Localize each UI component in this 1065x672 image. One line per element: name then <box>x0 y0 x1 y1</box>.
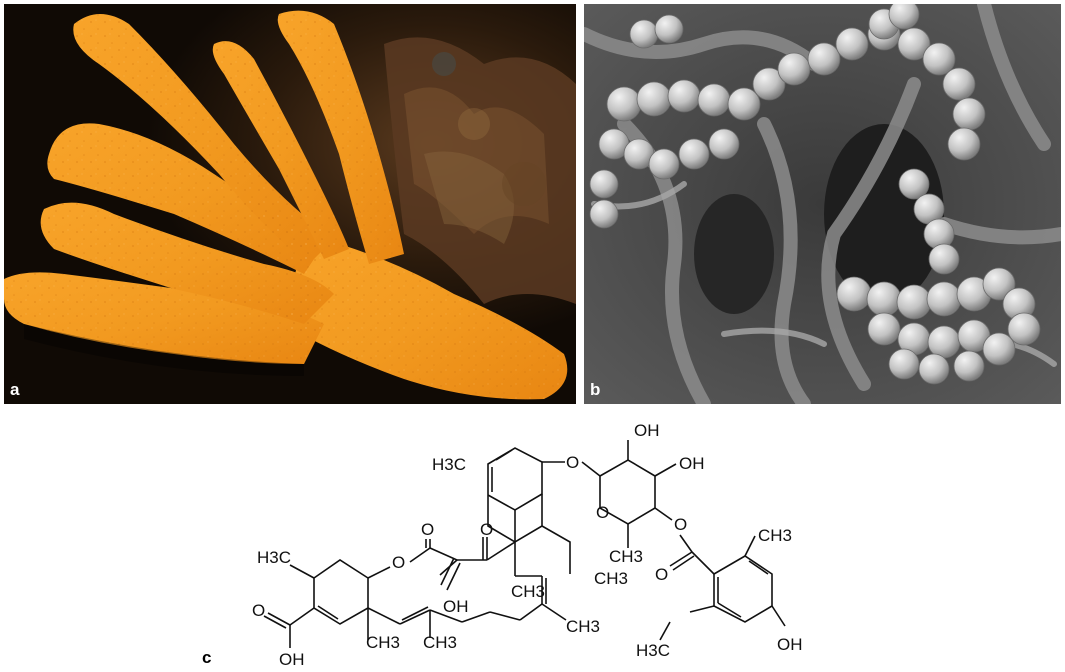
chemical-structure: OH OH O O O O O O O O OH OH OH H3C H3C H… <box>0 408 1065 669</box>
structure-drawing: OH OH O O O O O O O O OH OH OH H3C H3C H… <box>252 421 803 669</box>
atom-o-pyran: O <box>596 503 609 522</box>
atom-ch3-vinyl: CH3 <box>566 617 600 636</box>
atom-oh-sugar-top: OH <box>634 421 660 440</box>
panel-label-c: c <box>202 648 212 667</box>
atom-oh-enol: OH <box>443 597 469 616</box>
atom-o-ketone: O <box>480 520 493 539</box>
atom-o-lactone-carbonyl: O <box>421 520 434 539</box>
atom-o-lactone: O <box>392 553 405 572</box>
atom-o-ether: O <box>566 453 579 472</box>
atom-oh-phenol: OH <box>777 635 803 654</box>
atom-ch3-macro: CH3 <box>423 633 457 652</box>
atom-oh-acid: OH <box>279 650 305 667</box>
atom-o-acid: O <box>252 601 265 620</box>
atom-ch3-ring: CH3 <box>594 569 628 588</box>
atom-oh-sugar-right: OH <box>679 454 705 473</box>
atom-ch3-sugar: CH3 <box>609 547 643 566</box>
photo-sponge: a <box>4 4 576 404</box>
atom-o-ester: O <box>674 515 687 534</box>
panel-label-a: a <box>10 380 20 399</box>
atom-o-carbonyl-ester: O <box>655 565 668 584</box>
atom-ch3-quaternary: CH3 <box>511 582 545 601</box>
atom-h3c-left: H3C <box>257 548 291 567</box>
atom-ch3-spiro: CH3 <box>366 633 400 652</box>
panel-label-b: b <box>590 380 601 399</box>
atom-ch3-aryl: CH3 <box>758 526 792 545</box>
atom-h3c-top: H3C <box>432 455 466 474</box>
atom-h3c-methoxy: H3C <box>636 641 670 660</box>
sponge-illustration <box>4 4 576 404</box>
sem-micrograph: b <box>584 4 1061 404</box>
sem-illustration <box>584 4 1061 404</box>
